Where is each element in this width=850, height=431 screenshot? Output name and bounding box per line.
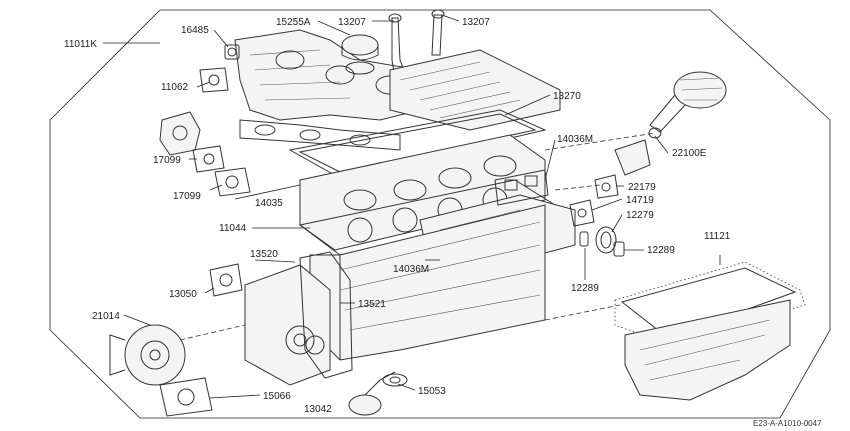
label-12279: 12279 [626, 210, 654, 221]
rocker-cover [389, 49, 561, 131]
label-13050: 13050 [169, 289, 197, 300]
label-15255A: 15255A [276, 17, 311, 28]
thermostat-housing [159, 111, 201, 156]
label-22100E: 22100E [672, 148, 707, 159]
seal-12289-right [613, 241, 625, 257]
seal-12289-left [579, 231, 589, 247]
label-14035: 14035 [255, 198, 283, 209]
dashed-assembly-line-oilpan [544, 304, 621, 321]
dashed-assembly-line-top [544, 132, 656, 151]
gasket-17099-upper [192, 145, 225, 173]
label-11044: 11044 [219, 223, 247, 234]
label-13207-left: 13207 [338, 17, 366, 28]
label-12289-left: 12289 [571, 283, 599, 294]
dashed-assembly-line-waterpump [179, 324, 246, 341]
rocker-cover-gasket [288, 109, 547, 179]
label-13520: 13520 [250, 249, 278, 260]
exhaust-manifold [234, 29, 421, 121]
dashed-assembly-line-side [554, 184, 601, 191]
water-pump [109, 324, 186, 386]
crankshaft-rear-seal [595, 226, 617, 254]
label-15053: 15053 [418, 386, 446, 397]
label-21014: 21014 [92, 311, 120, 322]
label-13521: 13521 [358, 299, 386, 310]
kit-boundary-outline [49, 9, 831, 419]
label-15066: 15066 [263, 391, 291, 402]
label-12289-right: 12289 [647, 245, 675, 256]
label-14036M-lower: 14036M [393, 264, 429, 275]
label-13042: 13042 [304, 404, 332, 415]
oil-strainer [348, 371, 396, 416]
label-22179: 22179 [628, 182, 656, 193]
label-16485: 16485 [181, 25, 209, 36]
gasket-14719 [569, 199, 595, 227]
intake-manifold-gasket [494, 169, 549, 206]
manifold-gasket [239, 119, 401, 151]
oil-filler-cap [341, 34, 379, 75]
label-13270: 13270 [553, 91, 581, 102]
label-14036M-upper: 14036M [557, 134, 593, 145]
distributor [649, 71, 727, 133]
distributor-o-ring [648, 127, 662, 139]
reference-code: E23-A-A1010-0047 [753, 419, 822, 428]
label-14719: 14719 [626, 195, 654, 206]
valve-stem-seal-2 [431, 9, 445, 56]
valve-stem-seal-1 [388, 13, 405, 73]
leader-lines [103, 14, 721, 399]
crank-pulley-seal [305, 335, 325, 355]
label-13207-right: 13207 [462, 17, 490, 28]
label-11011K: 11011K [64, 39, 97, 50]
oil-pan [624, 299, 791, 401]
housing-gasket-22179 [594, 174, 619, 199]
label-17099-lower: 17099 [173, 191, 201, 202]
gasket-17099-lower [214, 167, 251, 197]
gasket-11062 [199, 67, 229, 93]
oil-pan-gasket [614, 261, 806, 346]
gasket-13050 [209, 263, 243, 297]
strainer-gasket [382, 373, 408, 387]
gasket-16485 [224, 44, 240, 60]
label-17099-upper: 17099 [153, 155, 181, 166]
label-11121: 11121 [704, 231, 731, 242]
water-pump-gasket [159, 377, 213, 417]
label-11062: 11062 [161, 82, 189, 93]
distributor-housing [614, 139, 651, 176]
timing-cover-gasket [299, 251, 353, 379]
